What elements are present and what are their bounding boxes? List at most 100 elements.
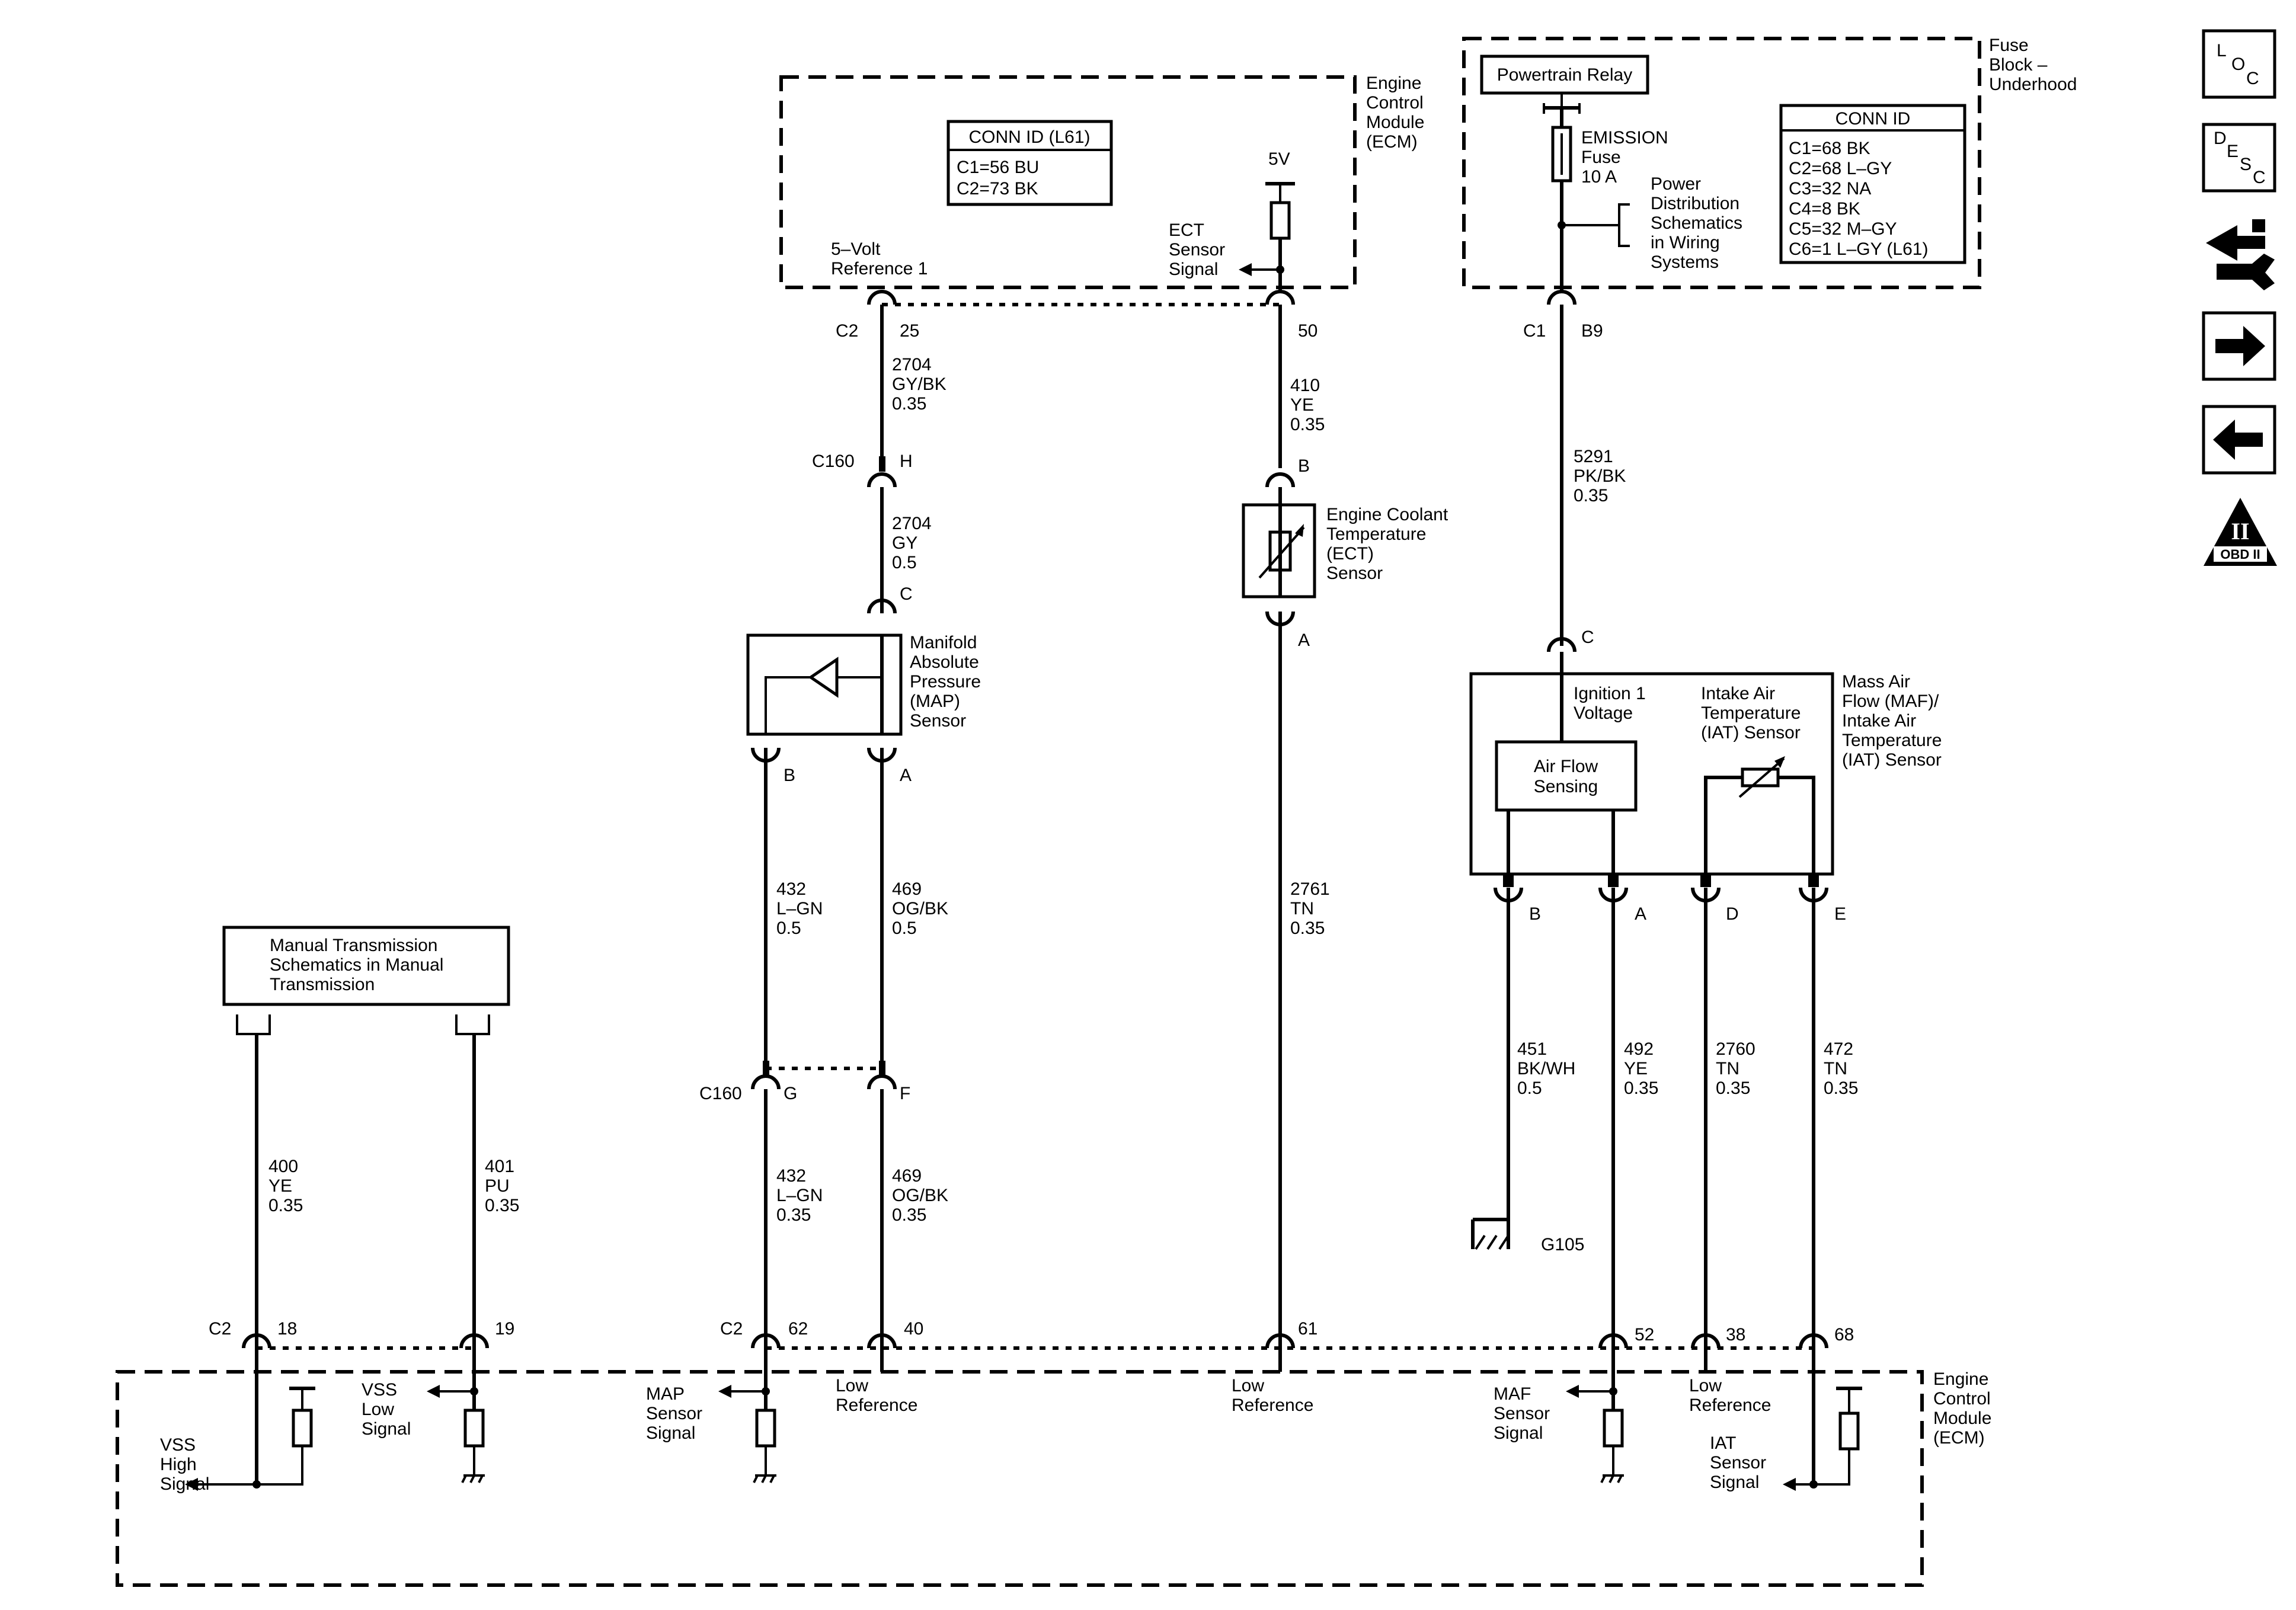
map-signal-1: MAP: [646, 1384, 685, 1404]
c160-pin-g: G: [784, 1084, 797, 1103]
wrench-connector-icon: [2206, 219, 2275, 290]
obd-label: OBD II: [2220, 547, 2260, 562]
ect-signal-3: Signal: [1169, 260, 1218, 279]
five-volt-ref-1: 5–Volt: [831, 239, 881, 259]
ect-sensor-label-2: Temperature: [1326, 524, 1426, 544]
maf-pin-a: A: [1635, 904, 1646, 924]
fuse-block-title-1: Fuse: [1989, 36, 2029, 55]
maf-iat-sensor: Ignition 1 Voltage Air Flow Sensing Inta…: [1469, 652, 1834, 876]
map-pin-b: B: [784, 766, 795, 785]
ecm-bottom-title-4: (ECM): [1933, 1428, 1985, 1448]
vss-high-arrow-icon: [185, 1478, 198, 1491]
ect-sensor-label-3: (ECT): [1326, 544, 1374, 564]
fuse-block-title-3: Underhood: [1989, 75, 2077, 94]
map-sensor-label-3: Pressure: [910, 672, 981, 692]
obd-numeral: II: [2231, 518, 2249, 545]
nav-desc-button[interactable]: D E S C: [2202, 123, 2276, 193]
map-sensor: Manifold Absolute Pressure (MAP) Sensor: [746, 633, 981, 736]
iat-signal-2: Sensor: [1710, 1453, 1766, 1473]
w401-1: 401: [485, 1157, 514, 1176]
ect-signal-1: ECT: [1169, 220, 1204, 240]
maf-signal-3: Signal: [1494, 1423, 1543, 1443]
top-c2-label: C2: [836, 321, 858, 341]
bottom-pin-61: 61: [1298, 1319, 1318, 1339]
fuse-conn-row-5: C5=32 M–GY: [1789, 219, 1897, 239]
top-pin-25: 25: [900, 321, 919, 341]
w2704b-3: 0.5: [892, 553, 917, 572]
map-sensor-label-2: Absolute: [910, 652, 979, 672]
maf-sensor-label-2: Flow (MAF)/: [1842, 692, 1939, 711]
ecm-top-title-3: Module: [1366, 113, 1424, 132]
bottom-pin-40: 40: [904, 1319, 923, 1339]
top-pin-50: 50: [1298, 321, 1318, 341]
bottom-c2-label-b: C2: [720, 1319, 743, 1339]
map-signal-arrow-icon: [718, 1385, 731, 1398]
w492-1: 492: [1624, 1039, 1654, 1059]
ecm-top-title-2: Control: [1366, 93, 1424, 113]
ecm-top-module: Engine Control Module (ECM) CONN ID (L61…: [779, 73, 1424, 290]
maf-sensor-label-3: Intake Air: [1842, 711, 1916, 731]
w472-3: 0.35: [1824, 1078, 1858, 1098]
iat-signal-arrow-icon: [1783, 1478, 1796, 1491]
nav-obd-button[interactable]: II OBD II: [2204, 498, 2277, 566]
ign1-voltage-1: Ignition 1: [1574, 684, 1646, 703]
fuse-block-underhood: Fuse Block – Underhood Powertrain Relay …: [1462, 36, 2077, 290]
maf-pin-d: D: [1726, 904, 1739, 924]
nav-prev-button[interactable]: [2202, 405, 2276, 475]
low-ref-iat-1: Low: [1689, 1376, 1722, 1395]
maf-signal-1: MAF: [1494, 1384, 1531, 1404]
w432a-2: L–GN: [776, 899, 823, 918]
w401-3: 0.35: [485, 1196, 519, 1215]
w400-3: 0.35: [268, 1196, 303, 1215]
bottom-c2-label-a: C2: [209, 1319, 231, 1339]
bottom-pin-38: 38: [1726, 1325, 1745, 1345]
iat-inner-2: Temperature: [1701, 703, 1801, 723]
fuse-pin-b9: B9: [1581, 321, 1603, 341]
ecm-bottom-title-1: Engine: [1933, 1369, 1988, 1389]
w469a-2: OG/BK: [892, 899, 948, 918]
map-signal-3: Signal: [646, 1423, 695, 1443]
ect-pin-b: B: [1298, 456, 1310, 476]
map-signal-2: Sensor: [646, 1404, 702, 1423]
ground-g105-label: G105: [1541, 1235, 1584, 1254]
loc-o: O: [2231, 55, 2245, 74]
w2704b-2: GY: [892, 533, 917, 553]
w469a-3: 0.5: [892, 918, 917, 938]
fuse-conn-row-4: C4=8 BK: [1789, 199, 1860, 219]
ect-sensor: Engine Coolant Temperature (ECT) Sensor: [1242, 503, 1448, 598]
v5-label: 5V: [1268, 149, 1290, 169]
w432a-3: 0.5: [776, 918, 801, 938]
powertrain-relay: Powertrain Relay: [1497, 65, 1632, 85]
vss-low-1: VSS: [362, 1380, 397, 1400]
w2761-2: TN: [1290, 899, 1314, 918]
w432b-1: 432: [776, 1166, 806, 1186]
iat-inner-1: Intake Air: [1701, 684, 1775, 703]
w2760-3: 0.35: [1716, 1078, 1750, 1098]
w432b-2: L–GN: [776, 1186, 823, 1205]
w401-2: PU: [485, 1176, 510, 1196]
low-ref-map-1: Low: [836, 1376, 868, 1395]
fuse-c1-label: C1: [1523, 321, 1546, 341]
ecm-top-title-1: Engine: [1366, 73, 1421, 93]
w410-2: YE: [1290, 395, 1314, 415]
w2760-2: TN: [1716, 1059, 1739, 1078]
w2704b-1: 2704: [892, 514, 932, 533]
fuse-conn-row-2: C2=68 L–GY: [1789, 159, 1892, 178]
map-sensor-label-4: (MAP): [910, 692, 960, 711]
w472-2: TN: [1824, 1059, 1847, 1078]
nav-wrench-button[interactable]: [2206, 219, 2275, 290]
nav-next-button[interactable]: [2202, 311, 2276, 381]
loc-c: C: [2246, 69, 2259, 88]
maf-signal-arrow-icon: [1566, 1385, 1579, 1398]
vss-low-3: Signal: [362, 1419, 411, 1439]
w400-2: YE: [268, 1176, 292, 1196]
manual-trans-3: Transmission: [270, 975, 375, 994]
ecm-top-title-4: (ECM): [1366, 132, 1418, 152]
ect-pin-a: A: [1298, 630, 1310, 650]
fuse-conn-row-3: C3=32 NA: [1789, 179, 1871, 199]
nav-loc-button[interactable]: L O C: [2202, 29, 2276, 99]
c160-pin-f: F: [900, 1084, 910, 1103]
w469b-1: 469: [892, 1166, 922, 1186]
maf-sensor-label-5: (IAT) Sensor: [1842, 750, 1942, 770]
iat-signal-1: IAT: [1710, 1433, 1736, 1453]
